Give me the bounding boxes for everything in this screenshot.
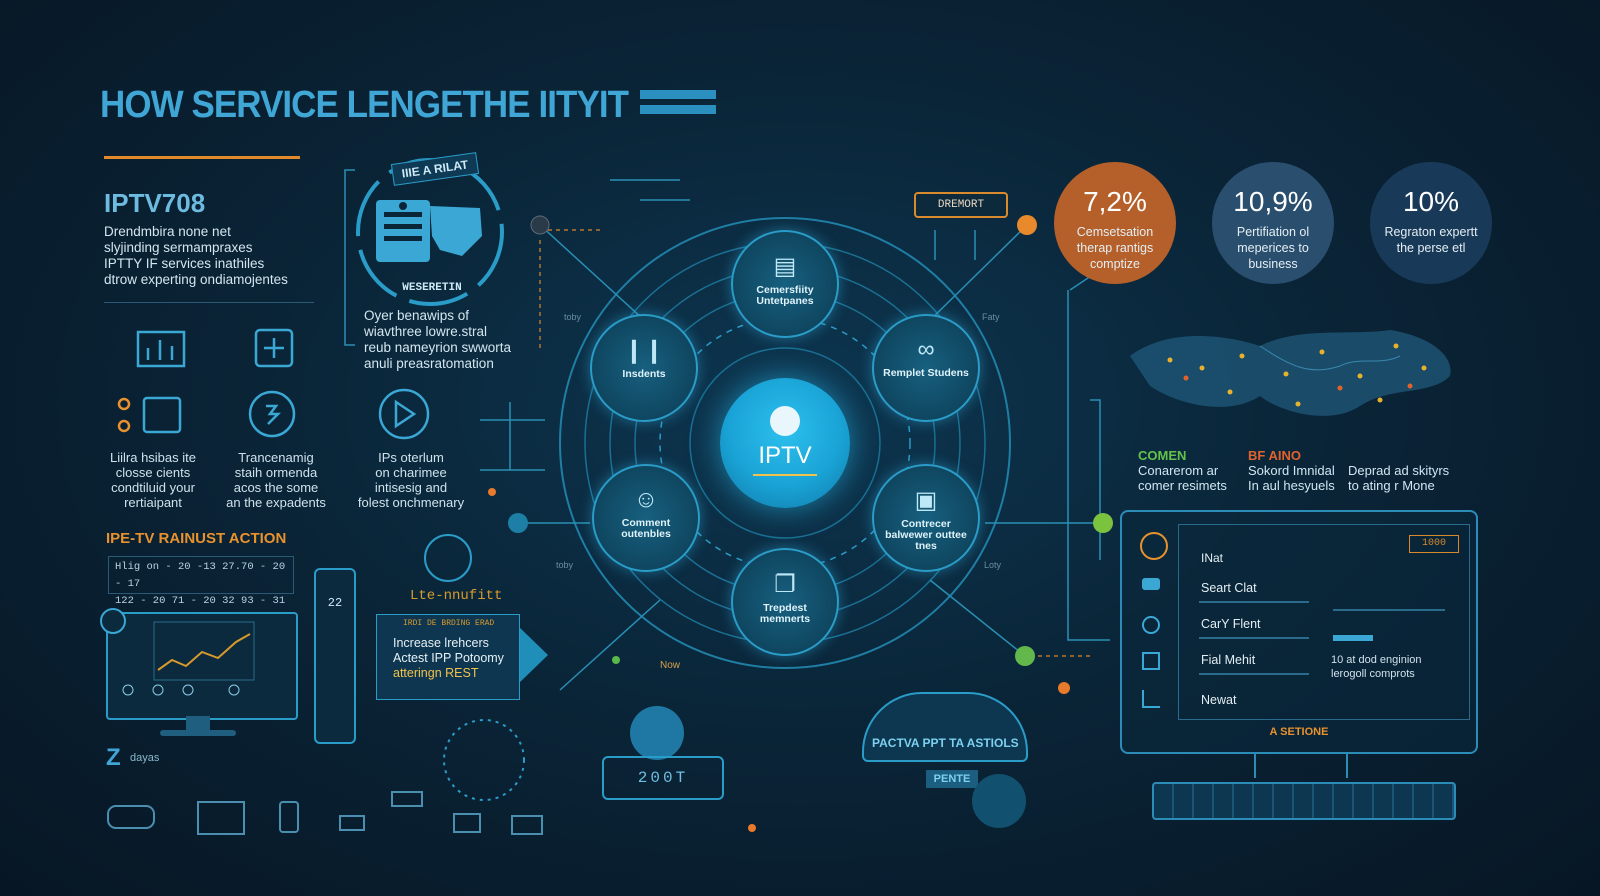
map-document-icon: [370, 196, 490, 266]
puzzle-icon: [254, 328, 294, 368]
stat-circle-1: 7,2% Cemsetsation therap rantigs comptiz…: [1054, 162, 1176, 284]
chart-icon: [136, 330, 186, 368]
bottom-icons: [107, 791, 543, 835]
hub-node-6: ❐ Trepdest memnerts: [731, 548, 839, 656]
bottom-banner: PACTVA PPT TA ASTIOLS: [872, 736, 1019, 750]
icon-grid: [117, 328, 430, 440]
hub-node-5: ▣ Contrecer balwewer outtee tnes: [872, 464, 980, 572]
now-label: Now: [660, 660, 681, 671]
box-icon: [197, 801, 245, 835]
timer-label: Lte-nnufitt: [410, 588, 503, 604]
phone-icon: [279, 801, 299, 833]
timer-icon: [424, 534, 472, 582]
lock-icon: ▣: [914, 487, 938, 514]
keyboard: [1152, 782, 1456, 820]
brand-text: dayas: [130, 752, 160, 764]
laptop-icon: [339, 815, 365, 831]
share-icon: [1142, 690, 1160, 708]
brand-mark: Z: [106, 744, 121, 771]
link-icon: ∞: [917, 336, 935, 363]
monitor-footer: A SETIONE: [1269, 726, 1329, 738]
cloud-icon: [1142, 578, 1160, 590]
monitor-panel: INat 1000 Seart Clat CarY Flent Fial Meh…: [1120, 510, 1478, 754]
hub-top-tag: DREMORT: [914, 192, 1008, 218]
screen-icon: ▤: [773, 253, 797, 280]
monitor-chart: [106, 612, 298, 720]
hub-small-label-lb: toby: [556, 560, 574, 570]
cloud-device: [862, 692, 1028, 762]
display-icon: [511, 815, 543, 835]
action-heading: IPE-TV RAINUST ACTION: [106, 530, 287, 547]
section-heading: IPTV708: [104, 188, 206, 218]
monitor-screen: INat 1000 Seart Clat CarY Flent Fial Meh…: [1178, 524, 1470, 720]
divider: [104, 302, 314, 303]
map-label-1: COMEN Conarerom ar comer resimets: [1138, 448, 1227, 493]
hub-node-1: ▤ Cemersfiity Untetpanes: [731, 230, 839, 338]
action-table: Hlig on - 20 -13 27.70 - 20 - 17 122 - 2…: [108, 556, 294, 624]
clock-icon: [100, 608, 126, 634]
dish-icon: [972, 774, 1026, 828]
monitor-stand: [186, 716, 210, 730]
hub-small-label-rt: Faty: [982, 312, 1000, 322]
car-icon: [107, 805, 155, 829]
monitor-base: [160, 730, 236, 736]
bottom-banner-sub: PENTE: [926, 770, 978, 788]
tv-icon: [453, 813, 481, 833]
monitor-side-text: 10 at dod enginion lerogoll comprots: [1331, 654, 1422, 680]
hub-small-label-rb: Loty: [984, 560, 1002, 570]
monitor-neck: [1254, 752, 1348, 778]
monitor-top-line: INat: [1201, 551, 1224, 565]
calendar-icon: [1142, 652, 1160, 670]
badge-caption: Oyer benawips of wiavthree lowre.stral r…: [364, 308, 512, 371]
monitor-row-4: Newat: [1201, 693, 1237, 707]
title-decoration: [640, 90, 716, 120]
hub-node-4: ☺ Comment outenbles: [592, 464, 700, 572]
map-label-3: Deprad ad skityrs to ating r Mone: [1348, 463, 1450, 493]
gauge-display: 200T: [602, 756, 724, 800]
globe-icon: [630, 706, 684, 760]
hub-small-label-lt: toby: [564, 312, 582, 322]
map-label-2: BF AINO Sokord Imnidal In aul hesyuels: [1248, 448, 1335, 493]
world-map: [1130, 330, 1451, 416]
stat-circle-3: 10% Regraton expertt the perse etl: [1370, 162, 1492, 284]
section-description: Drendmbira none net slyjinding sermampra…: [104, 224, 288, 287]
target-icon: [1142, 616, 1160, 634]
hub-core: IPTV: [720, 378, 850, 508]
monitor-top-right: 1000: [1409, 535, 1459, 553]
monitor-row-1: Seart Clat: [1201, 581, 1257, 595]
users-icon: ☺: [633, 486, 659, 513]
badge-bottom-label: WESERETIN: [402, 282, 462, 294]
monitor-row-2: CarY Flent: [1201, 617, 1261, 631]
stat-circle-2: 10,9% Pertifiation ol meperices to busin…: [1212, 162, 1334, 284]
callout-box: IRDI DE BRDING ERAD Increase lrehcers Ac…: [376, 614, 520, 700]
badge-icon: [1140, 532, 1168, 560]
tablet-icon: [117, 396, 182, 434]
refresh-icon: [248, 390, 296, 438]
play-circle-icon: [378, 388, 430, 440]
play-icon: [770, 406, 800, 436]
page-title: HOW SERVICE LENGETHE IITYIT: [100, 84, 629, 126]
title-underline: [104, 156, 300, 159]
tag-icon: [391, 791, 423, 807]
monitor-row-3: Fial Mehit: [1201, 653, 1256, 667]
hub-node-3: ∞ Remplet Studens: [872, 314, 980, 422]
copy-icon: ❐: [774, 571, 796, 598]
bars-icon: ❙❙: [623, 337, 665, 364]
hub-node-2: ❙❙ Insdents: [590, 314, 698, 422]
phone-device: 22: [314, 568, 356, 744]
